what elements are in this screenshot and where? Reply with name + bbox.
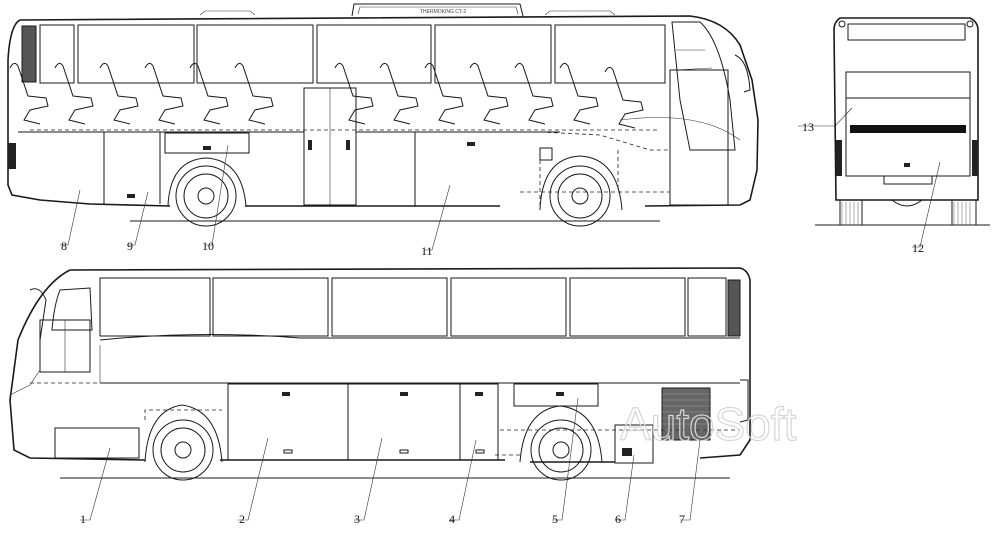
rear-view [815, 17, 990, 226]
callout-9: 9 [127, 239, 133, 253]
left-side-view [9, 267, 751, 481]
callout-10: 10 [202, 239, 214, 253]
callout-5: 5 [552, 512, 558, 526]
roof-hatch-label: THERMOKING CT-2 [420, 9, 466, 15]
seat-row [9, 62, 644, 129]
callout-13: 13 [802, 120, 814, 134]
callout-6: 6 [615, 512, 621, 526]
right-side-view: THERMOKING CT-2 [7, 3, 759, 227]
callout-11: 11 [421, 244, 433, 258]
watermark: AutoSoft [620, 398, 797, 450]
callout-8: 8 [61, 239, 67, 253]
callout-1: 1 [80, 512, 86, 526]
callout-12: 12 [912, 241, 924, 255]
callout-leaders-bottom [80, 397, 701, 521]
callout-3: 3 [354, 512, 360, 526]
callout-4: 4 [449, 512, 455, 526]
callout-7: 7 [679, 512, 685, 526]
callout-2: 2 [239, 512, 245, 526]
